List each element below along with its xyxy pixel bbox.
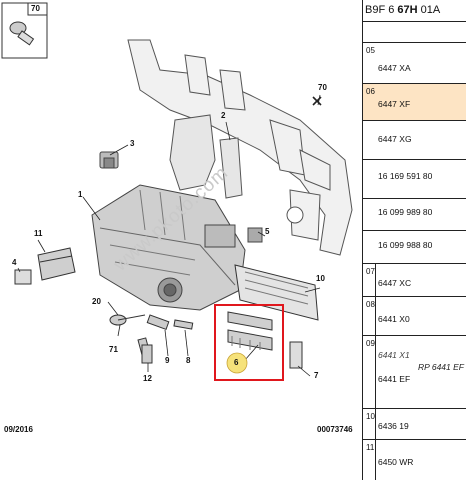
- part-ref[interactable]: 6436 19: [378, 421, 409, 431]
- parts-row-6447xg[interactable]: 6447 XG: [363, 121, 466, 160]
- label-8: 8: [186, 356, 191, 365]
- part-ref[interactable]: 6441 EF: [378, 374, 411, 384]
- part-ref-replacement[interactable]: RP 6441 EF: [418, 362, 464, 372]
- diagram-date: 09/2016: [4, 425, 33, 434]
- parts-diagram: www.pkoto.com 70 70 2 3 1 5 11 4 10 20 7…: [1, 2, 353, 434]
- clip-part: [289, 341, 303, 369]
- part-ref[interactable]: 6447 XG: [378, 134, 412, 144]
- connector-4: [14, 269, 32, 285]
- parts-row-16099989[interactable]: 16 099 989 80: [363, 199, 466, 231]
- parts-list-panel: B9F 6 67H 01A 05 6447 XA 06 6447 XF 6447…: [362, 0, 466, 480]
- group-number: 06: [366, 87, 375, 96]
- group-number: 08: [366, 297, 376, 335]
- group-number: 10: [366, 409, 376, 439]
- parts-group-06[interactable]: 06 6447 XF: [363, 84, 466, 121]
- label-20: 20: [92, 297, 101, 306]
- parts-row-16099988[interactable]: 16 099 988 80: [363, 231, 466, 264]
- group-number: 05: [366, 46, 375, 55]
- parts-group-09[interactable]: 09 6441 X1 RP 6441 EF 6441 EF: [363, 336, 466, 409]
- label-11: 11: [34, 229, 43, 238]
- part-ref-alt[interactable]: 6441 X1: [378, 350, 410, 360]
- callout-box: [214, 304, 284, 381]
- part-ref[interactable]: 6447 XC: [378, 278, 412, 288]
- blank-row: [363, 22, 466, 43]
- part-ref[interactable]: 16 099 989 80: [378, 207, 433, 217]
- small-parts: [109, 314, 194, 364]
- heater-unit: [91, 184, 246, 311]
- label-12: 12: [143, 374, 152, 383]
- parts-group-11[interactable]: 11 6450 WR: [363, 440, 466, 480]
- bolt-inset: [1, 2, 48, 59]
- label-70-inset: 70: [31, 4, 40, 13]
- label-10: 10: [316, 274, 325, 283]
- parts-group-07[interactable]: 07 6447 XC: [363, 264, 466, 297]
- label-5: 5: [265, 227, 270, 236]
- label-1: 1: [78, 190, 83, 199]
- label-71: 71: [109, 345, 118, 354]
- header-suffix: 01A: [417, 4, 441, 16]
- leader-lines: [17, 94, 321, 377]
- parts-group-10[interactable]: 10 6436 19: [363, 409, 466, 440]
- panel-header: B9F 6 67H 01A: [363, 0, 466, 22]
- part-ref[interactable]: 16 099 988 80: [378, 240, 433, 250]
- part-ref[interactable]: 16 169 591 80: [378, 171, 433, 181]
- group-number: 09: [366, 336, 376, 408]
- callout-bubble: [226, 352, 248, 374]
- parts-row-16169591[interactable]: 16 169 591 80: [363, 160, 466, 199]
- pollen-filter-frame: [234, 264, 319, 321]
- connector-part: [247, 227, 263, 243]
- parts-group-05[interactable]: 05 6447 XA: [363, 43, 466, 84]
- label-4: 4: [12, 258, 17, 267]
- header-prefix: B9F 6: [365, 4, 398, 16]
- label-7: 7: [314, 371, 319, 380]
- label-6: 6: [234, 358, 239, 367]
- diagram-code: 00073746: [317, 425, 353, 434]
- part-ref[interactable]: 6447 XF: [378, 99, 411, 109]
- crossmember-frame: [127, 39, 353, 256]
- part-ref[interactable]: 6447 XA: [378, 63, 411, 73]
- part-ref[interactable]: 6450 WR: [378, 457, 414, 467]
- parts-group-08[interactable]: 08 6441 X0: [363, 297, 466, 336]
- sensor-part: [99, 151, 119, 169]
- air-duct: [169, 114, 243, 199]
- group-number: 07: [366, 264, 376, 296]
- label-9: 9: [165, 356, 170, 365]
- blower-resistor: [37, 247, 76, 281]
- header-bold: 67H: [397, 4, 418, 16]
- group-number: 11: [366, 440, 376, 480]
- exploded-view-drawing: [1, 2, 353, 381]
- label-70: 70: [318, 83, 327, 92]
- cabin-filter: [227, 311, 273, 351]
- label-2: 2: [221, 111, 226, 120]
- x-marker: [312, 96, 322, 106]
- part-ref[interactable]: 6441 X0: [378, 314, 410, 324]
- label-3: 3: [130, 139, 135, 148]
